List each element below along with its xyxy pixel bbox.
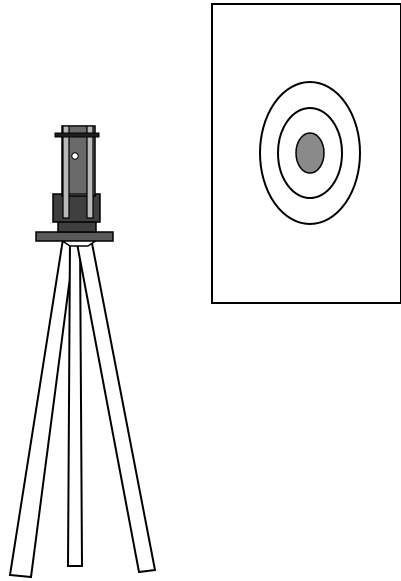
camera-left-rail: [62, 125, 70, 219]
camera-lens-dot: [71, 152, 79, 160]
camera-top-bar: [54, 132, 100, 138]
tripod-left-leg: [8, 238, 77, 579]
tripod-center-leg: [66, 237, 84, 567]
camera-right-rail: [86, 125, 94, 219]
tripod: [8, 237, 157, 579]
camera: [35, 125, 114, 242]
camera-base-plate: [35, 231, 114, 242]
target-center: [295, 132, 325, 174]
tripod-right-leg: [74, 237, 157, 574]
target-board: [211, 3, 401, 304]
